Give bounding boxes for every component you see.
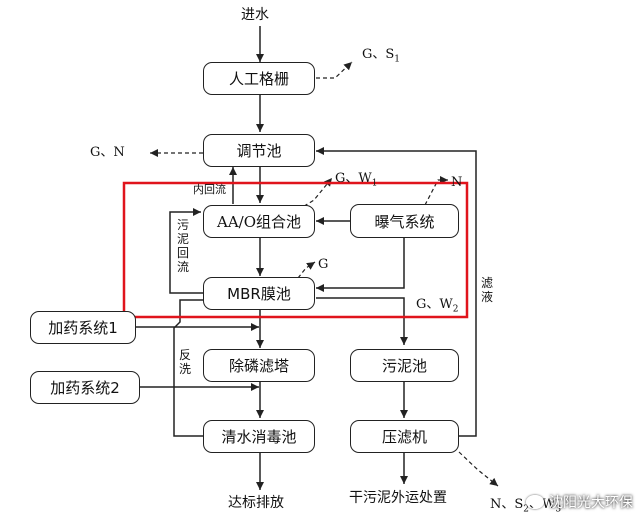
emission-g: G: [318, 257, 329, 272]
inlet-label: 进水: [241, 7, 269, 23]
watermark-text: 沈阳光大环保: [549, 495, 633, 511]
dosing1-box: 加药系统1: [30, 311, 136, 344]
backwash-label: 反洗: [178, 348, 191, 376]
phosphorus-box: 除磷滤塔: [203, 349, 315, 382]
sludge-out-label: 干污泥外运处置: [349, 490, 447, 506]
equalization-box: 调节池: [203, 134, 315, 167]
emission-n: N: [451, 175, 463, 190]
emission-g-w1: G、W1: [335, 171, 378, 189]
emission-g-s1: G、S1: [362, 47, 401, 65]
internal-reflux-label: 内回流: [193, 183, 226, 196]
screen-box: 人工格栅: [203, 62, 315, 95]
filter-press-box: 压滤机: [350, 420, 459, 453]
dosing2-box: 加药系统2: [30, 371, 140, 404]
filtrate-label: 滤液: [480, 276, 493, 304]
sludge-return-label: 污泥回流: [176, 218, 189, 274]
disinfection-box: 清水消毒池: [203, 420, 315, 453]
discharge-label: 达标排放: [228, 495, 284, 511]
aeration-box: 曝气系统: [350, 204, 459, 238]
ao-box: AA/O组合池: [203, 205, 315, 238]
wechat-icon: [526, 495, 544, 509]
emission-g-w2: G、W2: [416, 297, 459, 315]
watermark: 沈阳光大环保: [526, 492, 633, 512]
sludge-tank-box: 污泥池: [350, 349, 459, 382]
emission-g-n: G、N: [90, 145, 125, 160]
mbr-box: MBR膜池: [203, 277, 315, 310]
